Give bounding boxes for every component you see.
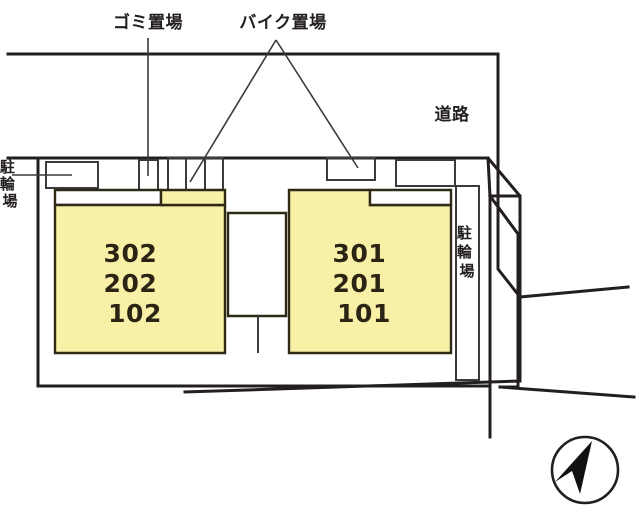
neighbour-lot-boundary-group (487, 193, 636, 399)
motorbike-rack-right-box (326, 157, 376, 181)
road-right-diagonal (518, 285, 630, 299)
parking-stall-right-group (395, 159, 456, 187)
bicycle-parking-right-strip (455, 185, 480, 381)
room-202-label: 202 (104, 269, 158, 298)
motorbike-parking-label: バイク置場 (239, 13, 326, 33)
road-label: 道路 (435, 104, 470, 125)
room-101-label: 101 (337, 299, 391, 328)
west-building-balcony (53, 188, 163, 207)
bicycle-parking-left-group (12, 161, 99, 189)
parking-stall-right-box (395, 159, 456, 187)
west-building-upper-extension (159, 188, 227, 207)
central-stairwell-group (226, 211, 288, 353)
east-building-group (287, 188, 453, 355)
motorbike-leader-left (189, 39, 277, 183)
motorbike-leader-group (189, 39, 359, 183)
room-102-label: 102 (108, 299, 162, 328)
room-302-label: 302 (104, 239, 158, 268)
room-201-label: 201 (333, 269, 387, 298)
central-stairwell (226, 211, 288, 318)
east-building-balcony (368, 188, 453, 207)
bicycle-parking-right-group (455, 185, 480, 381)
east-building-room-labels: 301 201 101 (333, 239, 396, 328)
north-arrow-needle (555, 441, 592, 494)
garbage-area-label: ゴミ置場 (113, 12, 183, 33)
bicycle-parking-right-label: 駐 輪 場 (457, 224, 477, 280)
garbage-area-group (138, 38, 159, 191)
west-building-group (53, 188, 227, 355)
road-boundary-group (6, 52, 630, 300)
room-301-label: 301 (333, 239, 387, 268)
neighbour-lot-bottom-edge (498, 385, 636, 399)
motorbike-rack-right-group (326, 157, 376, 181)
north-arrow-group (550, 435, 620, 505)
bicycle-parking-left-label: 駐 輪 場 (0, 158, 20, 210)
motorbike-leader-right (275, 39, 359, 169)
road-top-edge (6, 52, 523, 300)
west-building-room-labels: 302 202 102 (104, 239, 167, 328)
